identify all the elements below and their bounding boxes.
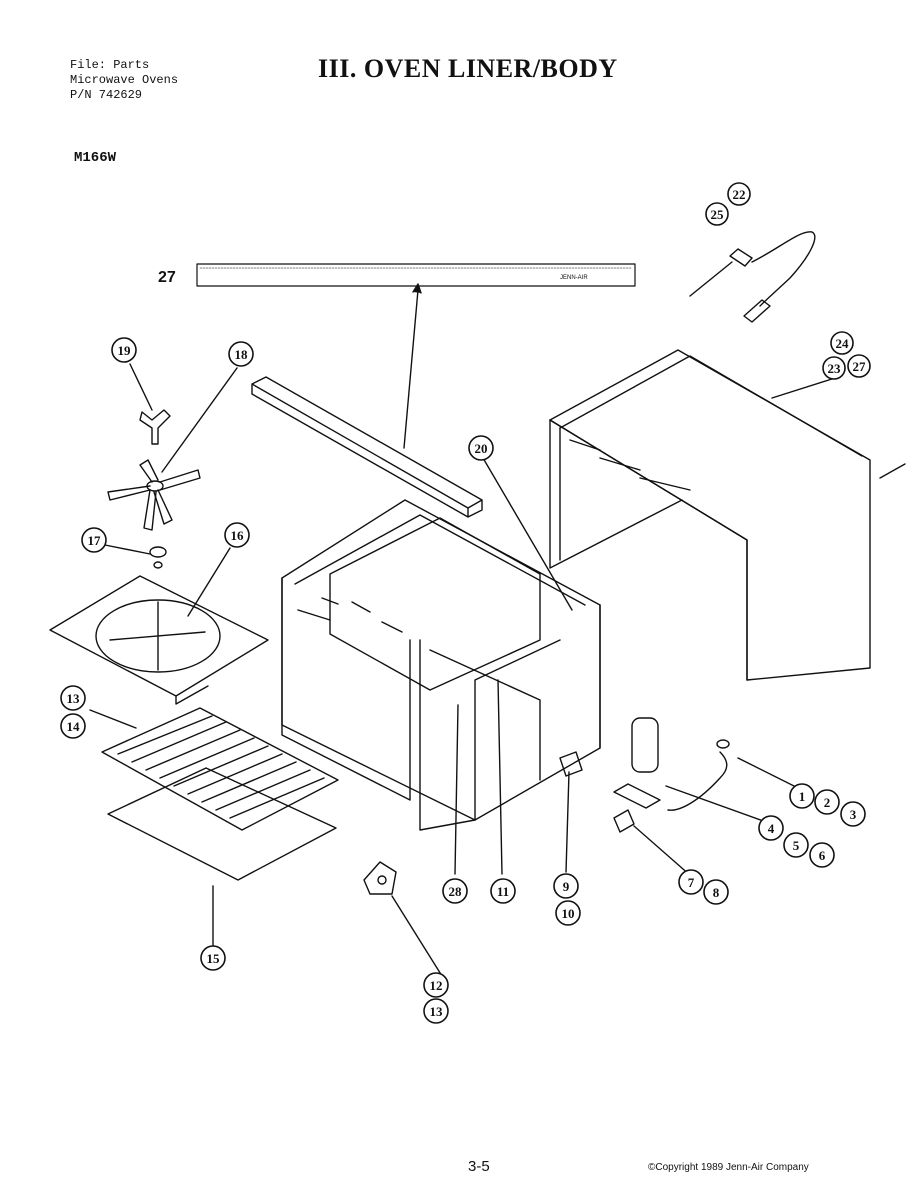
callout-7: 7 xyxy=(678,869,704,895)
svg-text:2: 2 xyxy=(824,795,831,810)
svg-text:18: 18 xyxy=(235,347,249,362)
callout-25: 25 xyxy=(705,202,729,226)
svg-text:27: 27 xyxy=(853,359,867,374)
glass-tray xyxy=(107,767,337,881)
svg-text:3: 3 xyxy=(850,807,857,822)
svg-text:20: 20 xyxy=(475,441,488,456)
callout-3: 3 xyxy=(840,801,866,827)
svg-text:15: 15 xyxy=(207,951,221,966)
page-title: III. OVEN LINER/BODY xyxy=(318,54,618,83)
svg-text:5: 5 xyxy=(793,838,800,853)
callout-14: 13 xyxy=(60,685,86,711)
callout-2: 2 xyxy=(814,789,840,815)
callout-28: 28 xyxy=(442,878,468,904)
file-info: File: Parts Microwave Ovens P/N 742629 xyxy=(70,58,178,103)
callout-1: 1 xyxy=(789,783,815,809)
top-bar xyxy=(251,376,483,518)
svg-text:12: 12 xyxy=(430,978,443,993)
callout-12: 12 xyxy=(423,972,449,998)
interlock-switch xyxy=(613,809,635,833)
callout-23: 23 xyxy=(822,356,846,380)
callout-8: 8 xyxy=(703,879,729,905)
cabinet-arrow xyxy=(771,377,836,399)
trim-arrow xyxy=(403,289,419,449)
svg-text:13: 13 xyxy=(430,1004,444,1019)
callout-15: 14 xyxy=(60,713,86,739)
callout-20: 19 xyxy=(111,337,137,363)
oven-cavity xyxy=(281,499,601,831)
svg-text:28: 28 xyxy=(449,884,463,899)
svg-text:24: 24 xyxy=(836,336,850,351)
washer xyxy=(149,546,167,558)
stirrer-hub xyxy=(139,409,171,445)
callout-18: 17 xyxy=(81,527,107,553)
callout-circles: 22 25 24 23 27 19 18 20 17 16 13 14 1 2 … xyxy=(60,182,871,1024)
svg-text:23: 23 xyxy=(828,361,842,376)
trim-brand: JENN-AIR xyxy=(560,275,588,281)
callout-19: 18 xyxy=(228,341,254,367)
part-number-line: P/N 742629 xyxy=(70,88,143,102)
file-line: File: Parts xyxy=(70,58,150,72)
callout-26: 22 xyxy=(727,182,751,206)
hinge-bracket xyxy=(363,861,397,895)
model-number: M166W xyxy=(74,150,117,166)
thermal-cutout xyxy=(667,751,728,811)
svg-text:14: 14 xyxy=(67,719,81,734)
svg-text:7: 7 xyxy=(688,875,695,890)
callout-10: 10 xyxy=(555,900,581,926)
callout-16: 15 xyxy=(200,945,226,971)
callout-5: 5 xyxy=(783,832,809,858)
callout-13: 13 xyxy=(423,998,449,1024)
svg-text:19: 19 xyxy=(118,343,132,358)
svg-text:1: 1 xyxy=(799,789,806,804)
svg-text:4: 4 xyxy=(768,821,775,836)
fan-blade xyxy=(107,459,201,531)
oven-rack xyxy=(101,707,339,831)
svg-text:8: 8 xyxy=(713,885,720,900)
callout-27: 27 xyxy=(847,354,871,378)
callout-24: 24 xyxy=(830,331,854,355)
callout-4: 4 xyxy=(758,815,784,841)
capacitor xyxy=(613,717,661,809)
temperature-probe xyxy=(689,231,816,323)
svg-text:10: 10 xyxy=(562,906,575,921)
outer-cabinet xyxy=(549,349,871,681)
copyright-notice: ©Copyright 1989 Jenn-Air Company xyxy=(648,1162,809,1173)
svg-text:25: 25 xyxy=(711,207,725,222)
callout-9: 9 xyxy=(553,873,579,899)
callout-17: 16 xyxy=(224,522,250,548)
callout-11: 11 xyxy=(490,878,516,904)
fuse-holder xyxy=(559,751,583,777)
svg-text:17: 17 xyxy=(88,533,102,548)
fan-cover-plate xyxy=(49,575,269,705)
svg-text:16: 16 xyxy=(231,528,245,543)
svg-text:9: 9 xyxy=(563,879,570,894)
callout-6: 6 xyxy=(809,842,835,868)
trim-label: 27 xyxy=(158,269,176,286)
svg-text:13: 13 xyxy=(67,691,81,706)
svg-text:22: 22 xyxy=(733,187,746,202)
page-number: 3-5 xyxy=(468,1158,490,1175)
svg-text:6: 6 xyxy=(819,848,826,863)
svg-text:11: 11 xyxy=(497,884,509,899)
callout-22: 20 xyxy=(468,435,494,461)
category-line: Microwave Ovens xyxy=(70,73,179,87)
